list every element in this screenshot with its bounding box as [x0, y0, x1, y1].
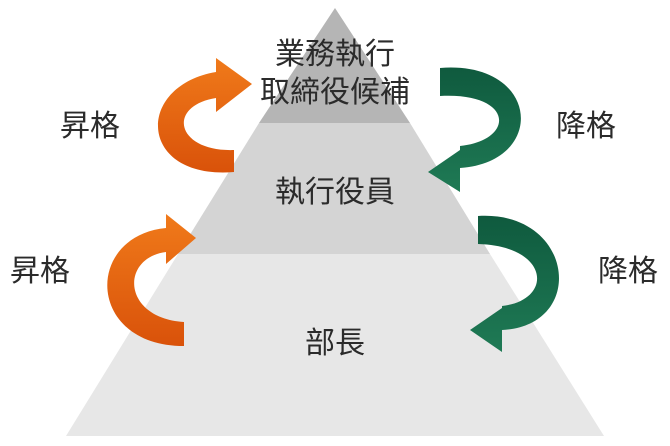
- pyramid-tier-middle: [178, 123, 490, 254]
- tier-top-label-line1: 業務執行: [275, 37, 395, 72]
- promotion-label-lower: 昇格: [10, 254, 70, 289]
- pyramid-tier-bottom: [66, 254, 604, 436]
- demotion-label-lower: 降格: [598, 254, 658, 289]
- tier-top-label-line2: 取締役候補: [260, 75, 410, 110]
- demotion-label-upper: 降格: [556, 109, 616, 144]
- tier-bottom-label: 部長: [305, 326, 365, 361]
- promotion-arrow-upper: [157, 58, 252, 173]
- promotion-arrow-lower: [107, 214, 196, 346]
- tier-middle-label: 執行役員: [275, 175, 395, 210]
- promotion-label-upper: 昇格: [60, 109, 120, 144]
- pyramid-tier-top: [259, 8, 410, 123]
- demotion-arrow-lower: [470, 215, 559, 352]
- demotion-arrow-upper: [428, 67, 521, 192]
